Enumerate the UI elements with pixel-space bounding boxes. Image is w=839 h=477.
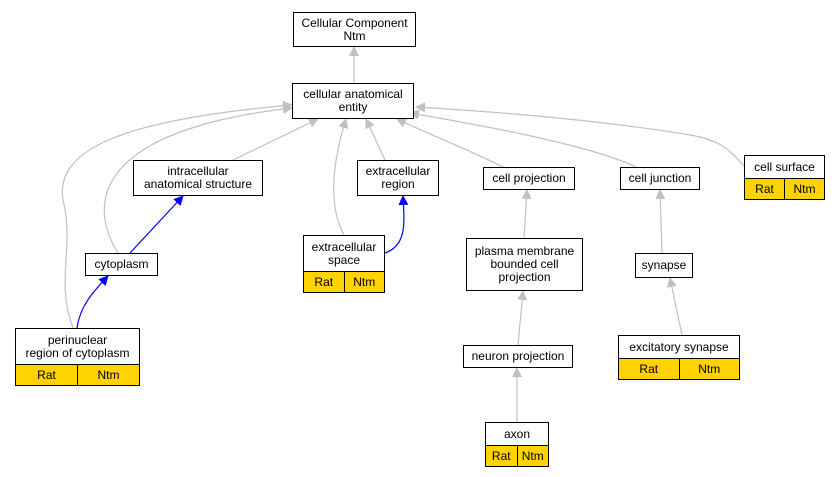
edge-cytoplasm-ias	[129, 195, 184, 254]
node-extracellular-region-line2: region	[381, 177, 415, 191]
edge-excitatory-synapse-synapse	[666, 277, 683, 336]
node-plasma-membrane-bounded-cell-projection[interactable]: plasma membrane bounded cell projection	[466, 238, 583, 291]
edge-cytoplasm-cae	[103, 104, 293, 254]
edge-synapse-cell-junction	[655, 189, 666, 254]
edge-pmbcp-cell-projection	[521, 189, 532, 239]
node-neuron-projection-label: neuron projection	[471, 349, 565, 363]
tag-rat: Rat	[745, 179, 784, 199]
node-cell-junction-label: cell junction	[628, 171, 692, 185]
node-neuron-projection[interactable]: neuron projection	[463, 345, 573, 368]
node-cae-line1: cellular anatomical	[303, 87, 403, 101]
edge-neuron-projection-pmbcp	[517, 290, 528, 346]
edge-ias-cae	[232, 118, 319, 161]
tag-rat: Rat	[486, 446, 517, 466]
node-axon[interactable]: axon Rat Ntm	[485, 422, 549, 467]
node-cytoplasm[interactable]: cytoplasm	[85, 253, 158, 276]
edge-extracellular-region-cae	[365, 118, 386, 161]
edge-perinuclear-cae	[61, 100, 293, 329]
tag-ntm: Ntm	[784, 179, 824, 199]
node-perinuclear-label: perinuclear region of cytoplasm	[16, 329, 139, 364]
node-pmbcp-line1: plasma membrane	[474, 244, 575, 258]
node-cell-projection-label: cell projection	[492, 171, 566, 185]
node-cell-surface-label: cell surface	[754, 159, 815, 174]
edge-extracellular-space-cae	[333, 118, 349, 236]
node-cellular-component-line2: Ntm	[343, 28, 366, 43]
node-cell-surface[interactable]: cell surface Rat Ntm	[744, 155, 825, 200]
node-pmbcp-line3: projection	[498, 270, 551, 284]
node-synapse-label: synapse	[641, 258, 687, 272]
node-cellular-component-line1: Cellular Component	[301, 15, 408, 30]
node-extracellular-space[interactable]: extracellular space Rat Ntm	[303, 235, 385, 293]
node-extracellular-region[interactable]: extracellular region	[357, 160, 439, 196]
edge-perinuclear-cytoplasm	[76, 275, 109, 329]
node-perinuclear-line2: region of cytoplasm	[25, 345, 130, 360]
node-intracellular-anatomical-structure[interactable]: intracellular anatomical structure	[133, 160, 263, 196]
node-excitatory-synapse[interactable]: excitatory synapse Rat Ntm	[618, 335, 740, 380]
node-extracellular-region-line1: extracellular	[365, 164, 431, 178]
edge-cell-junction-cae	[409, 109, 637, 168]
tag-ntm: Ntm	[678, 359, 739, 379]
node-excitatory-synapse-label: excitatory synapse	[629, 339, 729, 354]
node-synapse[interactable]: synapse	[635, 253, 693, 278]
tag-ntm: Ntm	[516, 446, 548, 466]
tag-rat: Rat	[16, 365, 77, 385]
node-extracellular-space-line2: space	[327, 252, 360, 267]
node-ias-line1: intracellular	[167, 164, 229, 178]
node-extracellular-space-line1: extracellular	[311, 239, 377, 254]
node-axon-label: axon	[503, 426, 531, 441]
node-cae-line2: entity	[338, 100, 368, 114]
node-cell-junction[interactable]: cell junction	[620, 167, 700, 190]
node-cell-projection[interactable]: cell projection	[483, 167, 575, 190]
edge-extracellular-space-region	[384, 195, 409, 254]
node-extracellular-space-label: extracellular space	[304, 236, 384, 271]
edge-cell-surface-cae	[415, 102, 745, 167]
node-perinuclear-line1: perinuclear	[47, 332, 108, 347]
node-cellular-anatomical-entity[interactable]: cellular anatomical entity	[292, 83, 414, 119]
node-perinuclear-region-of-cytoplasm[interactable]: perinuclear region of cytoplasm Rat Ntm	[15, 328, 140, 386]
tag-rat: Rat	[304, 272, 344, 292]
tag-ntm: Ntm	[77, 365, 139, 385]
node-cellular-component[interactable]: Cellular Component Ntm	[293, 12, 416, 47]
tag-ntm: Ntm	[343, 272, 384, 292]
node-cytoplasm-label: cytoplasm	[94, 257, 149, 271]
node-pmbcp-line2: bounded cell	[490, 257, 559, 271]
tag-rat: Rat	[619, 359, 679, 379]
edge-cell-projection-cae	[396, 118, 504, 168]
node-ias-line2: anatomical structure	[143, 177, 253, 191]
